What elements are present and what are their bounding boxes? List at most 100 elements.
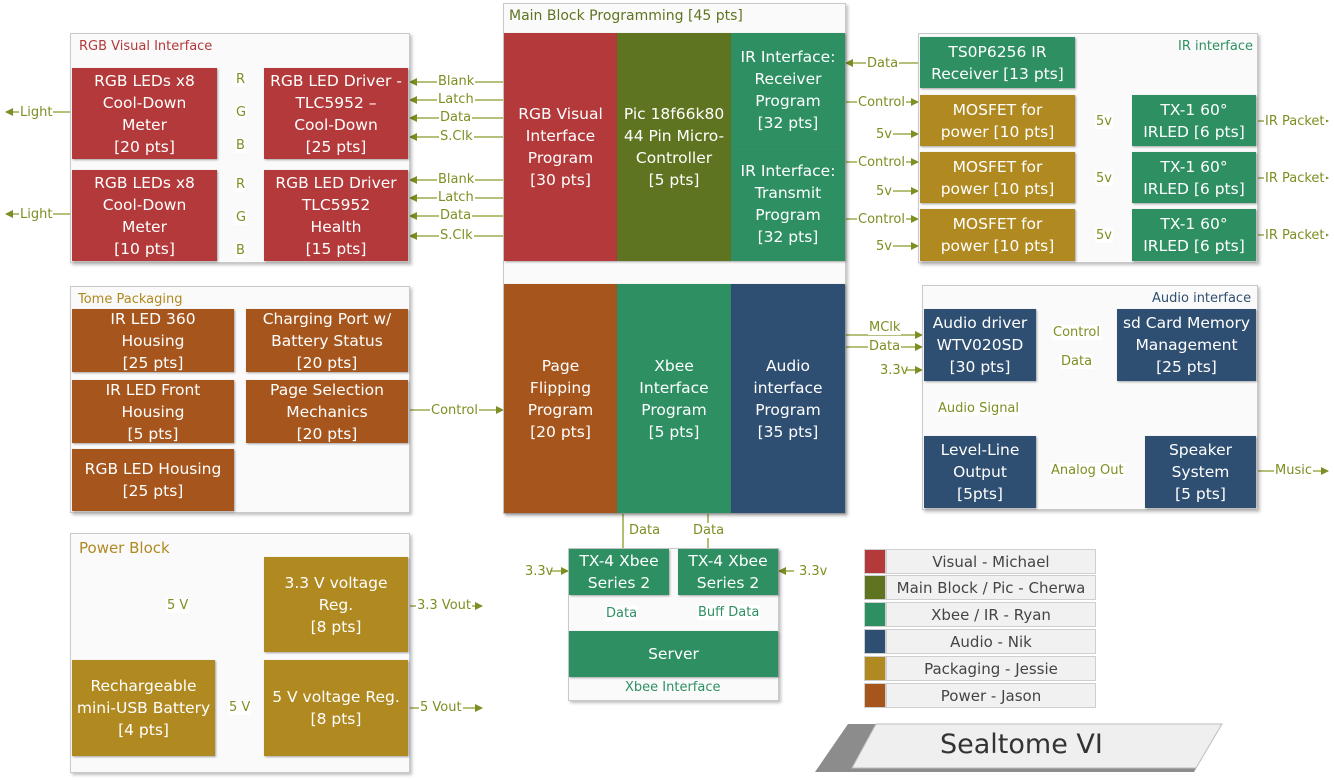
- audio-program-block: Audio interface Program [35 pts]: [731, 284, 845, 513]
- reg-33-block: 3.3 V voltage Reg. [8 pts]: [264, 557, 408, 652]
- rgb-group-title: RGB Visual Interface: [79, 39, 213, 54]
- legend-swatch-audio: [864, 629, 886, 654]
- irled-block-3: TX-1 60° IRLED [6 pts]: [1132, 209, 1256, 261]
- data-label-1: Data: [439, 110, 473, 125]
- main-group-title: Main Block Programming [45 pts]: [509, 8, 743, 24]
- xbee-left-block: TX-4 Xbee Series 2: [569, 549, 669, 595]
- audio-driver-block: Audio driver WTV020SD [30 pts]: [924, 309, 1036, 381]
- pic-controller-block: Pic 18f66k80 44 Pin Micro- Controller [5…: [617, 33, 731, 261]
- legend-swatch-visual: [864, 549, 886, 574]
- legend-swatch-main: [864, 575, 886, 600]
- latch-label-1: Latch: [437, 92, 475, 107]
- data-label-2: Data: [439, 208, 473, 223]
- r-label-2: R: [235, 177, 247, 192]
- ir-receiver-program-block: IR Interface: Receiver Program [32 pts]: [731, 33, 845, 147]
- analog-out-label: Analog Out: [1050, 463, 1125, 478]
- v5-label-3: 5v: [876, 239, 892, 254]
- music-label: Music: [1274, 463, 1313, 478]
- ir-packet-label-1: IR Packet: [1264, 114, 1326, 129]
- mosfet-block-3: MOSFET for power [10 pts]: [920, 209, 1075, 261]
- mosfet-block-2: MOSFET for power [10 pts]: [920, 152, 1075, 203]
- reg-5-block: 5 V voltage Reg. [8 pts]: [264, 660, 408, 756]
- b-label-2: B: [235, 243, 246, 258]
- tome-group-title: Tome Packaging: [78, 292, 183, 307]
- ir-packet-label-3: IR Packet: [1264, 228, 1326, 243]
- charging-port-block: Charging Port w/ Battery Status [20 pts]: [246, 309, 408, 372]
- audio-group-title: Audio interface: [1152, 291, 1252, 306]
- packaging-control-label: Control: [430, 403, 479, 418]
- blank-label-2: Blank: [437, 172, 476, 187]
- mosfet-5v-label-2: 5v: [1095, 171, 1113, 186]
- sclk-label-1: S.Clk: [439, 129, 474, 144]
- sclk-label-2: S.Clk: [439, 228, 474, 243]
- rgb-led-housing-block: RGB LED Housing [25 pts]: [72, 449, 234, 511]
- vout-5-label: 5 Vout: [419, 700, 463, 715]
- xbee-right-block: TX-4 Xbee Series 2: [678, 549, 778, 595]
- ir-data-label: Data: [866, 56, 900, 71]
- sd-card-block: sd Card Memory Management [25 pts]: [1117, 309, 1256, 381]
- xbee-data-label-1: Data: [628, 523, 662, 538]
- xbee-data-label-2: Data: [692, 523, 726, 538]
- rgb-driver-block-2: RGB LED Driver TLC5952 Health [15 pts]: [264, 170, 408, 261]
- server-block: Server: [569, 631, 778, 677]
- ir-led-360-housing-block: IR LED 360 Housing [25 pts]: [72, 309, 234, 372]
- power-group-title: Power Block: [79, 539, 170, 557]
- audio-33v-label: 3.3v: [880, 363, 909, 378]
- vout-33-label: 3.3 Vout: [416, 598, 472, 613]
- latch-label-2: Latch: [437, 190, 475, 205]
- xbee-program-block: Xbee Interface Program [5 pts]: [617, 284, 731, 513]
- legend-swatch-xbee: [864, 602, 886, 627]
- ir-transmit-program-block: IR Interface: Transmit Program [32 pts]: [731, 147, 845, 261]
- r-label-1: R: [235, 72, 247, 87]
- rgb-driver-block-1: RGB LED Driver - TLC5952 – Cool-Down [25…: [264, 68, 408, 159]
- legend-item-power: Power - Jason: [886, 683, 1096, 708]
- b-label-1: B: [235, 138, 246, 153]
- server-data-label: Data: [605, 606, 639, 621]
- power-5v-label-2: 5 V: [228, 700, 252, 715]
- ir-group-title: IR interface: [1178, 39, 1253, 54]
- legend-item-audio: Audio - Nik: [886, 629, 1096, 654]
- g-label-2: G: [235, 210, 248, 225]
- blank-label-1: Blank: [437, 74, 476, 89]
- power-5v-label-1: 5 V: [166, 598, 190, 613]
- ir-receiver-block: TS0P6256 IR Receiver [13 pts]: [920, 37, 1075, 88]
- irled-block-1: TX-1 60° IRLED [6 pts]: [1132, 95, 1256, 146]
- ir-led-front-housing-block: IR LED Front Housing [5 pts]: [72, 380, 234, 443]
- audio-data-label: Data: [868, 339, 902, 354]
- xbee-group-title: Xbee Interface: [625, 680, 721, 695]
- buff-data-label: Buff Data: [697, 605, 761, 620]
- control-label-3: Control: [857, 212, 906, 227]
- sd-data-label: Data: [1060, 354, 1094, 369]
- battery-block: Rechargeable mini-USB Battery [4 pts]: [72, 660, 215, 756]
- rgb-leds-block-2: RGB LEDs x8 Cool-Down Meter [10 pts]: [72, 170, 217, 261]
- g-label-1: G: [235, 105, 248, 120]
- legend-item-main: Main Block / Pic - Cherwa: [886, 575, 1096, 600]
- page-selection-block: Page Selection Mechanics [20 pts]: [246, 380, 408, 443]
- mosfet-5v-label-3: 5v: [1095, 228, 1113, 243]
- mclk-label: MClk: [868, 320, 902, 335]
- banner-title: Sealtome VI: [940, 729, 1103, 760]
- xbee-33v-label-right: 3.3v: [799, 564, 828, 579]
- xbee-33v-label-left: 3.3v: [525, 564, 554, 579]
- control-label-2: Control: [857, 155, 906, 170]
- light-label-2: Light: [19, 207, 54, 222]
- mosfet-block-1: MOSFET for power [10 pts]: [920, 95, 1075, 146]
- rgb-leds-block-1: RGB LEDs x8 Cool-Down Meter [20 pts]: [72, 68, 217, 159]
- level-line-output-block: Level-Line Output [5pts]: [924, 436, 1036, 508]
- irled-block-2: TX-1 60° IRLED [6 pts]: [1132, 152, 1256, 203]
- audio-control-label: Control: [1052, 325, 1101, 340]
- v5-label-1: 5v: [876, 127, 892, 142]
- ir-packet-label-2: IR Packet: [1264, 171, 1326, 186]
- control-label-1: Control: [857, 95, 906, 110]
- rgb-program-block: RGB Visual Interface Program [30 pts]: [504, 33, 617, 261]
- legend-swatch-power: [864, 683, 886, 708]
- mosfet-5v-label-1: 5v: [1095, 114, 1113, 129]
- light-label-1: Light: [19, 105, 54, 120]
- legend-item-packaging: Packaging - Jessie: [886, 656, 1096, 681]
- speaker-system-block: Speaker System [5 pts]: [1145, 436, 1256, 508]
- legend-item-xbee: Xbee / IR - Ryan: [886, 602, 1096, 627]
- audio-signal-label: Audio Signal: [937, 401, 1021, 416]
- v5-label-2: 5v: [876, 184, 892, 199]
- legend-swatch-packaging: [864, 656, 886, 681]
- page-flipping-program-block: Page Flipping Program [20 pts]: [504, 284, 617, 513]
